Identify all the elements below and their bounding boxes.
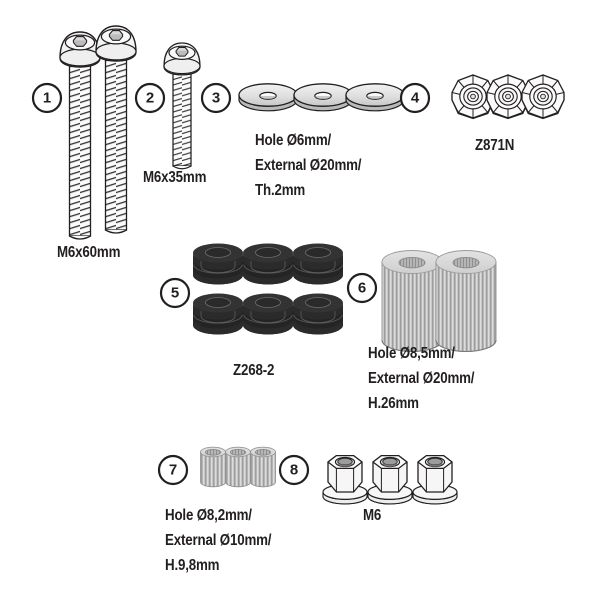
badge-5-number: 5 <box>171 285 179 302</box>
label-part-3-line-2: External Ø20mm/ <box>255 157 362 174</box>
label-part-7-line-1: Hole Ø8,2mm/ <box>165 507 252 524</box>
badge-2-number: 2 <box>146 90 154 107</box>
label-part-1: M6x60mm <box>57 244 121 261</box>
part-4-caps-z871n <box>451 74 565 120</box>
label-part-7-line-3: H.9,8mm <box>165 557 220 574</box>
badge-2[interactable]: 2 <box>134 82 166 114</box>
badge-8[interactable]: 8 <box>278 454 310 486</box>
badge-4-number: 4 <box>411 90 420 107</box>
label-part-4: Z871N <box>475 137 515 154</box>
label-part-5: Z268-2 <box>233 362 275 379</box>
label-part-3-line-3: Th.2mm <box>255 182 306 199</box>
part-3-flat-washers <box>238 83 405 112</box>
badge-3-number: 3 <box>212 90 220 107</box>
badge-5[interactable]: 5 <box>159 277 191 309</box>
part-1-bolts-m6x60 <box>59 25 137 240</box>
badge-3[interactable]: 3 <box>200 82 232 114</box>
part-8-flange-nuts-m6 <box>322 454 458 505</box>
label-part-8: M6 <box>363 507 382 524</box>
badge-8-number: 8 <box>290 462 298 479</box>
label-part-2: M6x35mm <box>143 169 207 186</box>
label-part-3-line-1: Hole Ø6mm/ <box>255 132 332 149</box>
badge-6-number: 6 <box>358 280 366 297</box>
badge-1[interactable]: 1 <box>31 82 63 114</box>
part-7-spacers-short <box>200 446 276 488</box>
badge-4[interactable]: 4 <box>399 82 431 114</box>
label-part-6-line-3: H.26mm <box>368 395 419 412</box>
label-part-7-line-2: External Ø10mm/ <box>165 532 272 549</box>
label-part-6-line-2: External Ø20mm/ <box>368 370 475 387</box>
part-2-bolt-m6x35 <box>163 42 201 170</box>
badge-7-number: 7 <box>169 462 177 479</box>
part-5-grommets-z268-2 <box>192 243 344 335</box>
label-part-6-line-1: Hole Ø8,5mm/ <box>368 345 455 362</box>
badge-6[interactable]: 6 <box>346 272 378 304</box>
badge-1-number: 1 <box>43 90 51 107</box>
badge-7[interactable]: 7 <box>157 454 189 486</box>
part-6-spacers-tall <box>381 249 497 353</box>
